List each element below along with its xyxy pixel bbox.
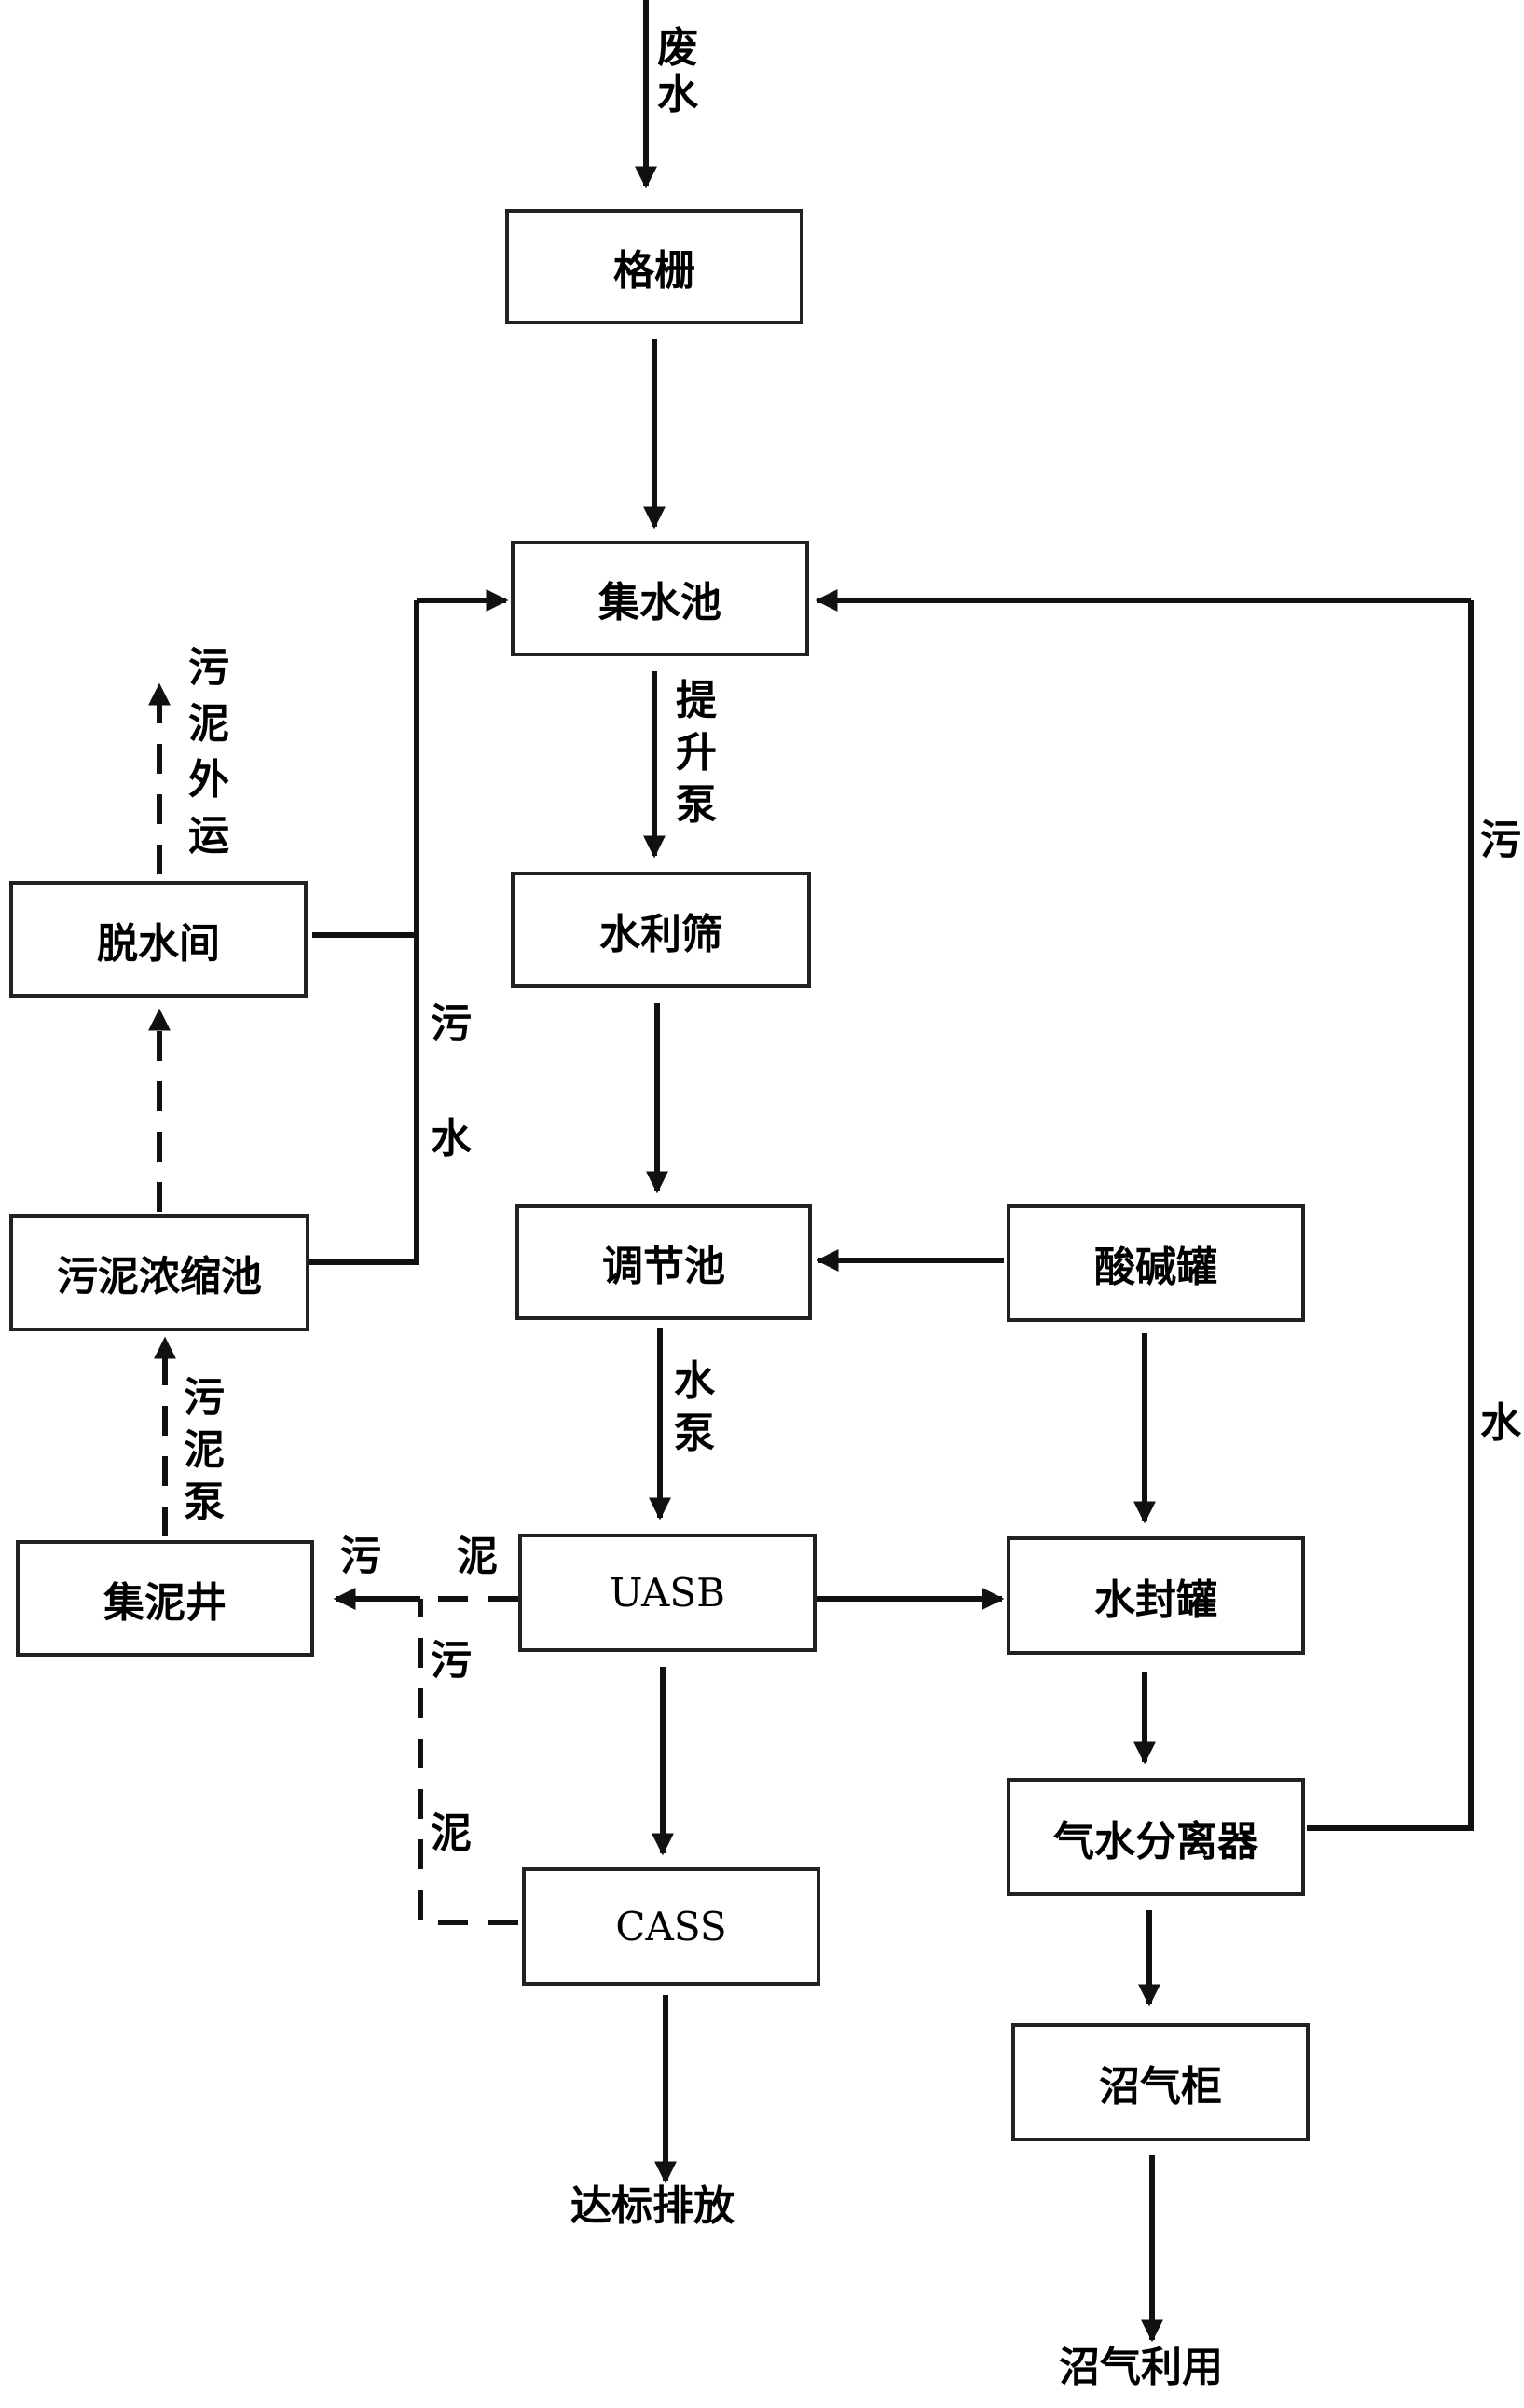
label-biogas-use: 沼气利用 — [1059, 2344, 1223, 2391]
cass-label: CASS — [615, 1904, 727, 1949]
sludge-well-label: 集泥井 — [103, 1578, 227, 1627]
sludge-well-box: 集泥井 — [16, 1540, 314, 1657]
line-cass-sludge — [418, 1599, 518, 1925]
gas-water-separator-box: 气水分离器 — [1007, 1778, 1305, 1896]
line-separator-sewage-return — [1307, 600, 1474, 1831]
equalization-tank-label: 调节池 — [602, 1243, 725, 1290]
line-thickener-sewage-return — [308, 600, 419, 1265]
water-seal-tank-label: 水封罐 — [1094, 1576, 1217, 1624]
label-sludge-out: 污泥外运 — [188, 644, 229, 860]
collection-tank-box: 集水池 — [511, 541, 809, 656]
hydro-screen-box: 水利筛 — [511, 872, 811, 988]
dewatering-room-box: 脱水间 — [9, 881, 308, 998]
acid-base-tank-label: 酸碱罐 — [1094, 1244, 1217, 1291]
label-lift-pump: 提升泵 — [676, 677, 717, 829]
sludge-thickener-label: 污泥浓缩池 — [57, 1253, 262, 1300]
label-uasb-sludge-ni: 泥 — [457, 1533, 498, 1580]
biogas-holder-box: 沼气柜 — [1011, 2023, 1310, 2141]
acid-base-tank-box: 酸碱罐 — [1007, 1204, 1305, 1322]
grid-box: 格栅 — [505, 209, 803, 324]
equalization-tank-box: 调节池 — [515, 1204, 812, 1320]
label-wastewater-in: 废水 — [657, 24, 698, 118]
label-cass-sludge-wu: 污 — [431, 1637, 472, 1685]
gas-water-separator-label: 气水分离器 — [1053, 1817, 1258, 1865]
label-discharge: 达标排放 — [570, 2182, 735, 2230]
uasb-label: UASB — [609, 1570, 726, 1616]
grid-label: 格栅 — [613, 247, 695, 295]
uasb-box: UASB — [518, 1534, 817, 1652]
label-sludge-pump: 污泥泵 — [184, 1374, 225, 1526]
biogas-holder-label: 沼气柜 — [1099, 2062, 1222, 2111]
label-cass-sludge-ni: 泥 — [431, 1809, 472, 1857]
label-uasb-sludge-wu: 污 — [340, 1533, 381, 1580]
label-water-pump: 水泵 — [674, 1357, 715, 1457]
label-sewage-left-shui: 水 — [431, 1115, 472, 1163]
collection-tank-label: 集水池 — [598, 579, 721, 626]
dewatering-room-label: 脱水间 — [97, 919, 220, 968]
label-sewage-right-shui: 水 — [1480, 1399, 1521, 1447]
hydro-screen-label: 水利筛 — [599, 910, 722, 958]
sludge-thickener-box: 污泥浓缩池 — [9, 1214, 309, 1331]
label-sewage-left-wu: 污 — [431, 1000, 472, 1048]
water-seal-tank-box: 水封罐 — [1007, 1536, 1305, 1655]
cass-box: CASS — [522, 1867, 820, 1986]
label-sewage-right-wu: 污 — [1480, 817, 1521, 864]
